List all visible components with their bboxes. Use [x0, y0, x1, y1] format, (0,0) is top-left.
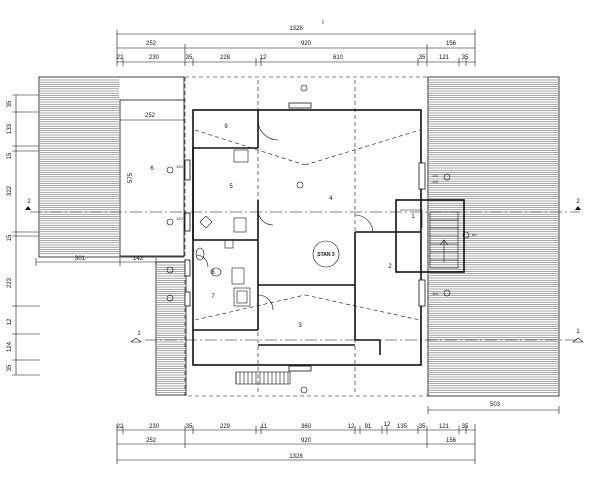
- stair-outline: [235, 371, 291, 385]
- left-dim-133: 133: [7, 123, 13, 134]
- left-dim-12: 12: [7, 318, 13, 325]
- bottom-seg-35b: 35: [419, 424, 426, 430]
- bottom-seg-229: 229: [220, 424, 231, 430]
- room-label-2: 2: [388, 264, 392, 270]
- top-dim-252: 252: [146, 41, 157, 47]
- bottom-seg-121: 121: [439, 424, 450, 430]
- bottom-seg-91: 91: [365, 424, 372, 430]
- left-dim-15b: 15: [7, 234, 13, 241]
- stan-label: STAN 3: [317, 252, 335, 258]
- dim-575: 575: [128, 172, 134, 183]
- top-dim-920: 920: [301, 41, 312, 47]
- dim-252-terrace: 252: [145, 113, 156, 119]
- column-4: [296, 181, 304, 189]
- top-seg-121: 121: [439, 55, 450, 61]
- bottom-seg-22: 22: [117, 424, 124, 430]
- bottom-dim-156: 156: [446, 438, 457, 444]
- bottom-seg-12a: 12: [348, 424, 355, 430]
- bottom-dim-920: 920: [301, 438, 312, 444]
- stan-circle: [312, 240, 340, 268]
- bottom-seg-11: 11: [261, 424, 268, 430]
- stairs-bottom: [235, 371, 291, 385]
- section-line-2: 2 2: [25, 199, 581, 213]
- left-dim-35a: 35: [7, 100, 13, 107]
- left-dim-35b: 35: [7, 364, 13, 371]
- room-label-5: 5: [229, 184, 233, 190]
- dim-503: 503: [490, 402, 501, 408]
- dim-142: 142: [133, 256, 144, 262]
- top-seg-12: 12: [260, 55, 267, 61]
- bottom-dim-252: 252: [146, 438, 157, 444]
- bottom-seg-35c: 35: [462, 424, 469, 430]
- window-tag-110a: 110: [432, 173, 439, 178]
- room-label-8: 8: [211, 270, 215, 276]
- left-dimension-chain: 35 133 15 322 15 223 12 124 35: [7, 94, 40, 376]
- window-tag-112: 112: [432, 291, 439, 296]
- left-dim-15a: 15: [7, 152, 13, 159]
- roof-hatch-right: [427, 76, 560, 397]
- top-seg-35b: 35: [419, 55, 426, 61]
- room-label-9: 9: [224, 124, 228, 130]
- top-seg-22: 22: [117, 55, 124, 61]
- left-dim-322: 322: [7, 185, 13, 196]
- window-tag-60: 60: [472, 232, 477, 237]
- bottom-seg-360: 360: [301, 424, 312, 430]
- house-dashed-outline: [184, 76, 429, 397]
- room-label-7: 7: [211, 294, 215, 300]
- bottom-seg-35a: 35: [186, 424, 193, 430]
- top-seg-35a: 35: [186, 55, 193, 61]
- bottom-seg-230: 230: [149, 424, 160, 430]
- walls: [192, 109, 422, 366]
- top-dim-156: 156: [446, 41, 457, 47]
- top-seg-228: 228: [220, 55, 231, 61]
- section-line-1: 1 1: [130, 329, 584, 343]
- section-mark-1-right: 1: [576, 329, 580, 335]
- dim-301: 301: [75, 256, 86, 262]
- window-tag-120a: 120: [176, 216, 183, 221]
- title-mark: I: [322, 20, 324, 26]
- bottom-dimension-chain: 22 230 35 229 11 360 12 91 12 135 35 121…: [117, 422, 476, 464]
- fixtures: [195, 149, 304, 307]
- stairs-right: [395, 199, 465, 273]
- room-label-3: 3: [298, 323, 302, 329]
- room-labels: 1 2 3 4 5 6 7 8 9: [150, 124, 415, 329]
- windows: [166, 84, 470, 394]
- top-seg-35c: 35: [462, 55, 469, 61]
- window-tags: 110 110 112 120 120 60: [176, 164, 477, 296]
- top-total-dim: 1328: [289, 26, 303, 32]
- window-tag-110b: 110: [432, 179, 439, 184]
- section-mark-2-left: 2: [27, 199, 31, 205]
- top-dimension-chain: 1328 252 920 156 22 230 35 228 12 610 35…: [117, 26, 476, 66]
- top-seg-610: 610: [333, 55, 344, 61]
- window-tag-120b: 120: [176, 164, 183, 169]
- terrace-area: [119, 99, 185, 257]
- bottom-seg-12b: 12: [384, 422, 391, 428]
- misc-dimensions: 301 142 503: [35, 256, 560, 414]
- roof-hatch-left-lower: [155, 261, 187, 396]
- section-mark-2-right: 2: [576, 199, 580, 205]
- top-seg-230: 230: [149, 55, 160, 61]
- room-label-6: 6: [150, 166, 154, 172]
- left-dim-223: 223: [7, 277, 13, 288]
- bottom-total-dim: 1328: [289, 454, 303, 460]
- bottom-seg-135: 135: [397, 424, 408, 430]
- room-label-1: 1: [411, 214, 415, 220]
- room-label-4: 4: [329, 196, 333, 202]
- section-mark-1-left: 1: [137, 331, 141, 337]
- left-dim-124: 124: [7, 341, 13, 352]
